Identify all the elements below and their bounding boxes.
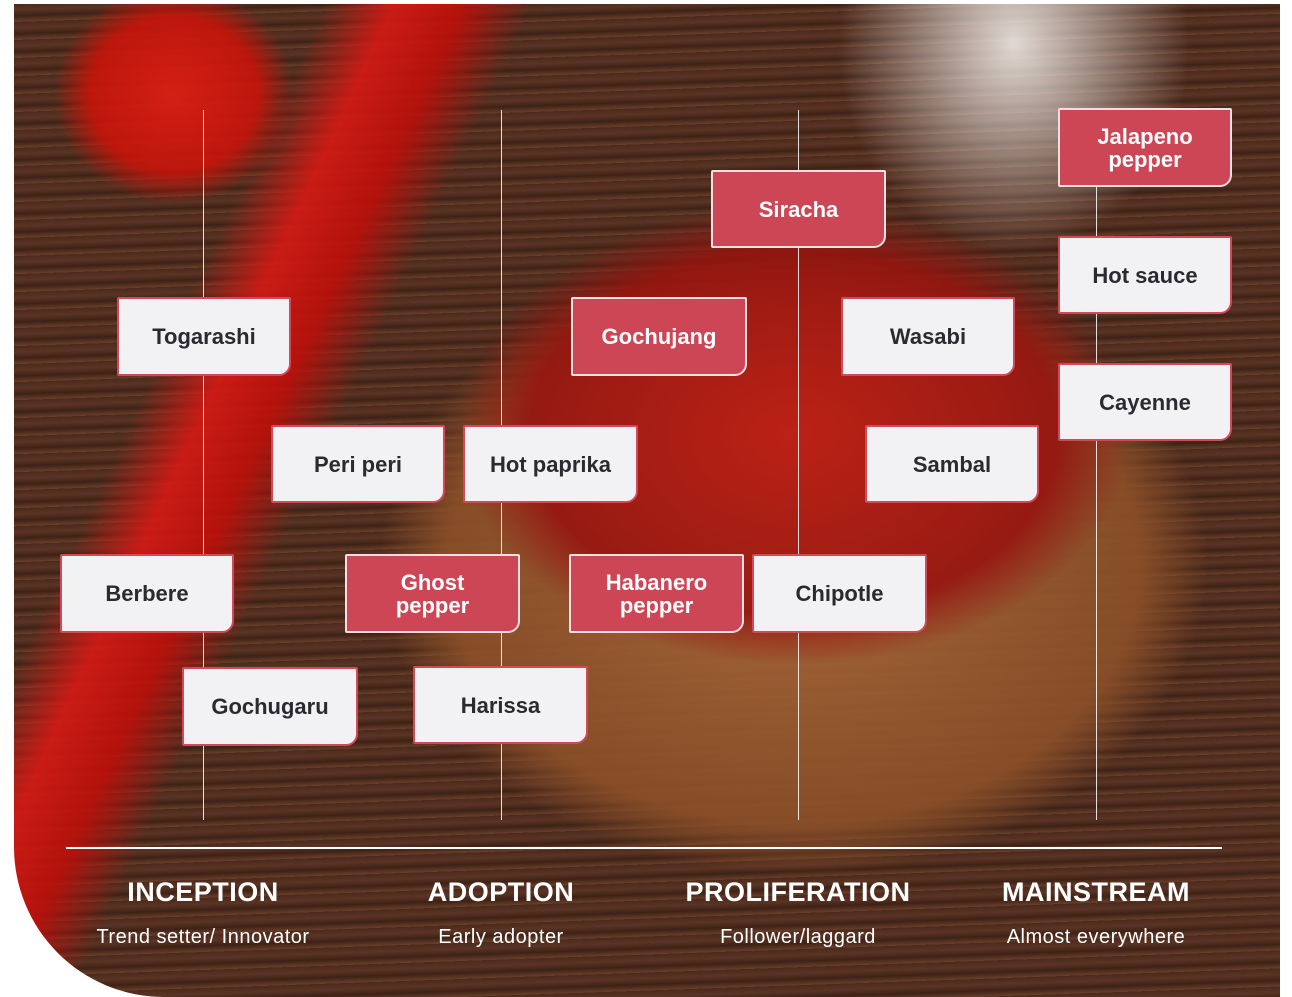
tag-ghost-pepper: Ghost pepper [345,554,520,633]
stage-divider-proliferation [798,110,799,820]
tag-hot-sauce: Hot sauce [1058,236,1232,314]
tag-habanero-pepper: Habanero pepper [569,554,744,633]
stage-divider-inception [203,110,204,820]
stage-proliferation: PROLIFERATION Follower/laggard [648,877,948,949]
stage-axis-line [66,847,1222,849]
tag-togarashi: Togarashi [117,297,291,376]
stage-divider-mainstream [1096,110,1097,820]
tag-wasabi: Wasabi [841,297,1015,376]
tag-cayenne: Cayenne [1058,363,1232,441]
tag-gochujang: Gochujang [571,297,747,376]
stage-mainstream: MAINSTREAM Almost everywhere [946,877,1246,949]
tag-sambal: Sambal [865,425,1039,503]
tag-gochugaru: Gochugaru [182,667,358,746]
tag-siracha: Siracha [711,170,886,248]
stage-adoption: ADOPTION Early adopter [351,877,651,949]
stage-subtitle: Almost everywhere [1006,926,1186,948]
stage-title: INCEPTION [127,877,279,907]
stage-title: ADOPTION [427,877,575,907]
stage-subtitle: Early adopter [438,926,564,948]
tag-chipotle: Chipotle [752,554,927,633]
tag-jalapeno-pepper: Jalapeno pepper [1058,108,1232,187]
tag-hot-paprika: Hot paprika [463,425,638,503]
stage-subtitle: Trend setter/ Innovator [96,926,310,948]
stage-title: PROLIFERATION [685,877,911,907]
tag-berbere: Berbere [60,554,234,633]
tag-peri-peri: Peri peri [271,425,445,503]
stage-subtitle: Follower/laggard [720,926,876,948]
stage-title: MAINSTREAM [1002,877,1190,907]
stage-inception: INCEPTION Trend setter/ Innovator [53,877,353,949]
tag-harissa: Harissa [413,666,588,744]
